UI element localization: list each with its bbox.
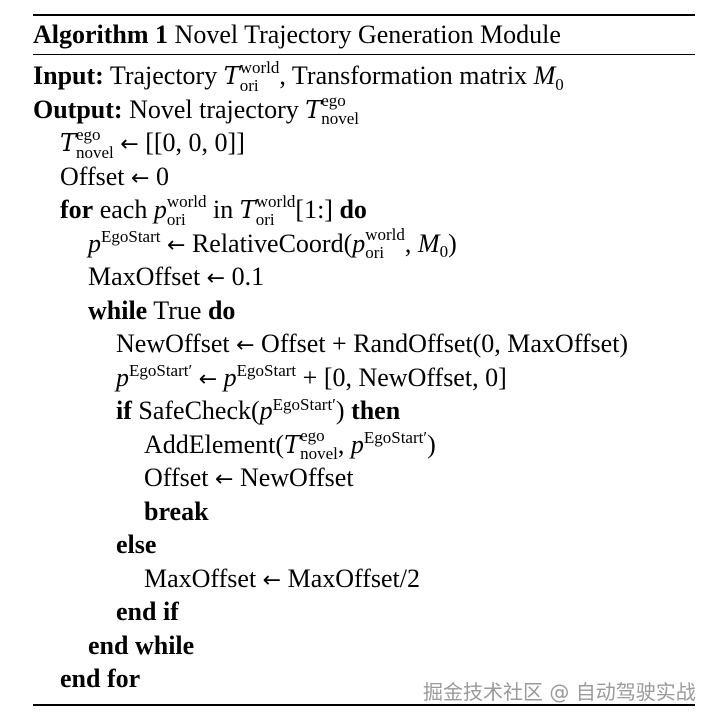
algorithm-label: Algorithm 1	[33, 20, 169, 49]
traj-symbol: T	[223, 62, 240, 90]
caption-rule	[33, 54, 695, 55]
algo-line-16: end while	[88, 630, 195, 660]
algo-line-5: MaxOffset ← 0.1	[88, 262, 265, 291]
bottom-rule	[33, 703, 695, 706]
algorithm-block: Algorithm 1 Novel Trajectory Generation …	[33, 14, 695, 706]
input-keyword: Input:	[33, 61, 104, 90]
assign-arrow: ←	[167, 232, 186, 258]
algorithm-title: Novel Trajectory Generation Module	[174, 20, 561, 49]
traj-symbol: T	[60, 129, 77, 157]
output-text: Novel trajectory	[129, 94, 299, 124]
assign-arrow: ←	[198, 366, 218, 392]
assign-arrow: ←	[236, 333, 255, 358]
top-rule	[33, 14, 695, 16]
assign-arrow: ←	[131, 165, 150, 191]
algo-line-7: NewOffset ← Offset + RandOffset(0, MaxOf…	[116, 329, 629, 358]
algo-line-6: while True do	[88, 295, 236, 325]
algorithm-caption: Algorithm 1 Novel Trajectory Generation …	[33, 16, 695, 54]
assign-arrow: ←	[262, 567, 282, 593]
assign-arrow: ←	[215, 467, 234, 492]
assign-arrow: ←	[206, 266, 226, 291]
algo-line-14: MaxOffset ← MaxOffset/2	[144, 563, 420, 593]
input-text-a: Trajectory	[109, 61, 218, 90]
algo-line-12: break	[144, 496, 209, 526]
matrix-symbol: M	[533, 61, 556, 90]
traj-symbol: T	[284, 430, 301, 459]
algo-line-11: Offset ← NewOffset	[144, 463, 354, 492]
watermark: 掘金技术社区 @ 自动驾驶实战	[423, 680, 696, 704]
algo-line-9: if SafeCheck(pEgoStart′) then	[116, 394, 401, 425]
algo-line-15: end if	[116, 597, 179, 626]
algo-line-13: else	[116, 530, 157, 559]
traj-symbol: T	[239, 196, 256, 224]
input-text-b: , Transformation matrix	[279, 61, 528, 90]
assign-arrow: ←	[120, 132, 139, 157]
algo-line-17: end for	[60, 664, 141, 693]
traj-symbol: T	[305, 95, 322, 124]
algo-line-8: pEgoStart′ ← pEgoStart + [0, NewOffset, …	[116, 361, 507, 392]
output-keyword: Output:	[33, 94, 123, 124]
algo-line-2: Offset ← 0	[60, 161, 169, 191]
